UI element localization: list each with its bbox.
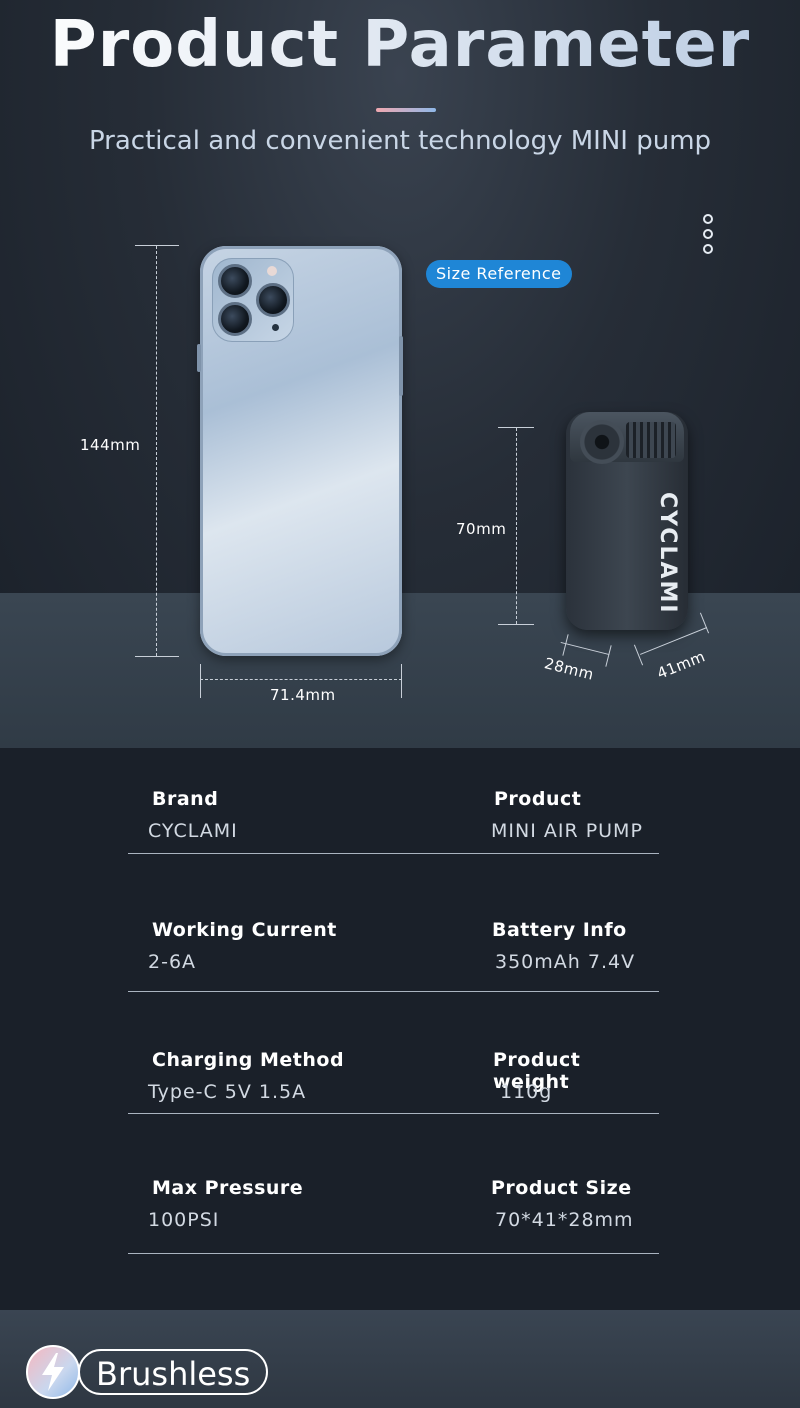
spec-label-charging-method: Charging Method — [152, 1049, 345, 1071]
page-subtitle: Practical and convenient technology MINI… — [88, 126, 712, 156]
spec-label-product-size: Product Size — [491, 1177, 632, 1199]
spec-table: Brand CYCLAMI Product MINI AIR PUMP Work… — [0, 748, 800, 1310]
brushless-badge: Brushless — [78, 1349, 268, 1395]
pump-height-top-tick — [498, 427, 534, 428]
spec-label-working-current: Working Current — [152, 919, 337, 941]
phone-height-label: 144mm — [80, 436, 141, 454]
phone-width-label: 71.4mm — [270, 686, 336, 704]
spec-value-working-current: 2-6A — [148, 951, 197, 973]
footer-band — [0, 1310, 800, 1408]
spec-value-product-size: 70*41*28mm — [495, 1209, 634, 1231]
spec-value-product-weight: 110g — [500, 1081, 553, 1103]
phone-width-right-tick — [401, 664, 402, 698]
spec-label-battery-info: Battery Info — [492, 919, 627, 941]
spec-value-brand: CYCLAMI — [148, 820, 238, 842]
phone-height-line — [156, 246, 157, 656]
pump-height-bottom-tick — [498, 624, 534, 625]
hero-section: Product Parameter Practical and convenie… — [0, 0, 800, 748]
pump-logo: CYCLAMI — [655, 492, 680, 615]
phone-width-left-tick — [200, 664, 201, 698]
phone-height-top-tick — [135, 245, 179, 246]
spec-row: Brand CYCLAMI Product MINI AIR PUMP — [128, 748, 659, 854]
spec-value-product: MINI AIR PUMP — [491, 820, 643, 842]
spec-value-battery-info: 350mAh 7.4V — [495, 951, 636, 973]
pump-height-line — [516, 428, 517, 624]
spec-row: Working Current 2-6A Battery Info 350mAh… — [128, 854, 659, 992]
spec-row: Charging Method Type-C 5V 1.5A Product w… — [128, 992, 659, 1114]
title-underline — [376, 108, 436, 112]
spec-label-brand: Brand — [152, 788, 219, 810]
lightning-bolt-icon — [26, 1345, 80, 1399]
more-options-icon[interactable] — [703, 214, 713, 259]
spec-row: Max Pressure 100PSI Product Size 70*41*2… — [128, 1114, 659, 1254]
spec-value-charging-method: Type-C 5V 1.5A — [148, 1081, 307, 1103]
spec-label-product-weight: Product weight — [493, 1049, 581, 1093]
pump-image: CYCLAMI — [566, 412, 688, 630]
pump-height-label: 70mm — [456, 520, 507, 538]
pump-nozzle — [580, 420, 624, 464]
phone-width-line — [200, 679, 402, 680]
phone-height-bottom-tick — [135, 656, 179, 657]
pump-vent — [626, 422, 676, 458]
spec-label-max-pressure: Max Pressure — [152, 1177, 304, 1199]
phone-image — [197, 246, 403, 656]
camera-module — [212, 258, 294, 342]
page-title: Product Parameter — [0, 8, 800, 82]
spec-value-max-pressure: 100PSI — [148, 1209, 220, 1231]
spec-label-product: Product — [494, 788, 582, 810]
size-reference-badge: Size Reference — [426, 260, 572, 288]
